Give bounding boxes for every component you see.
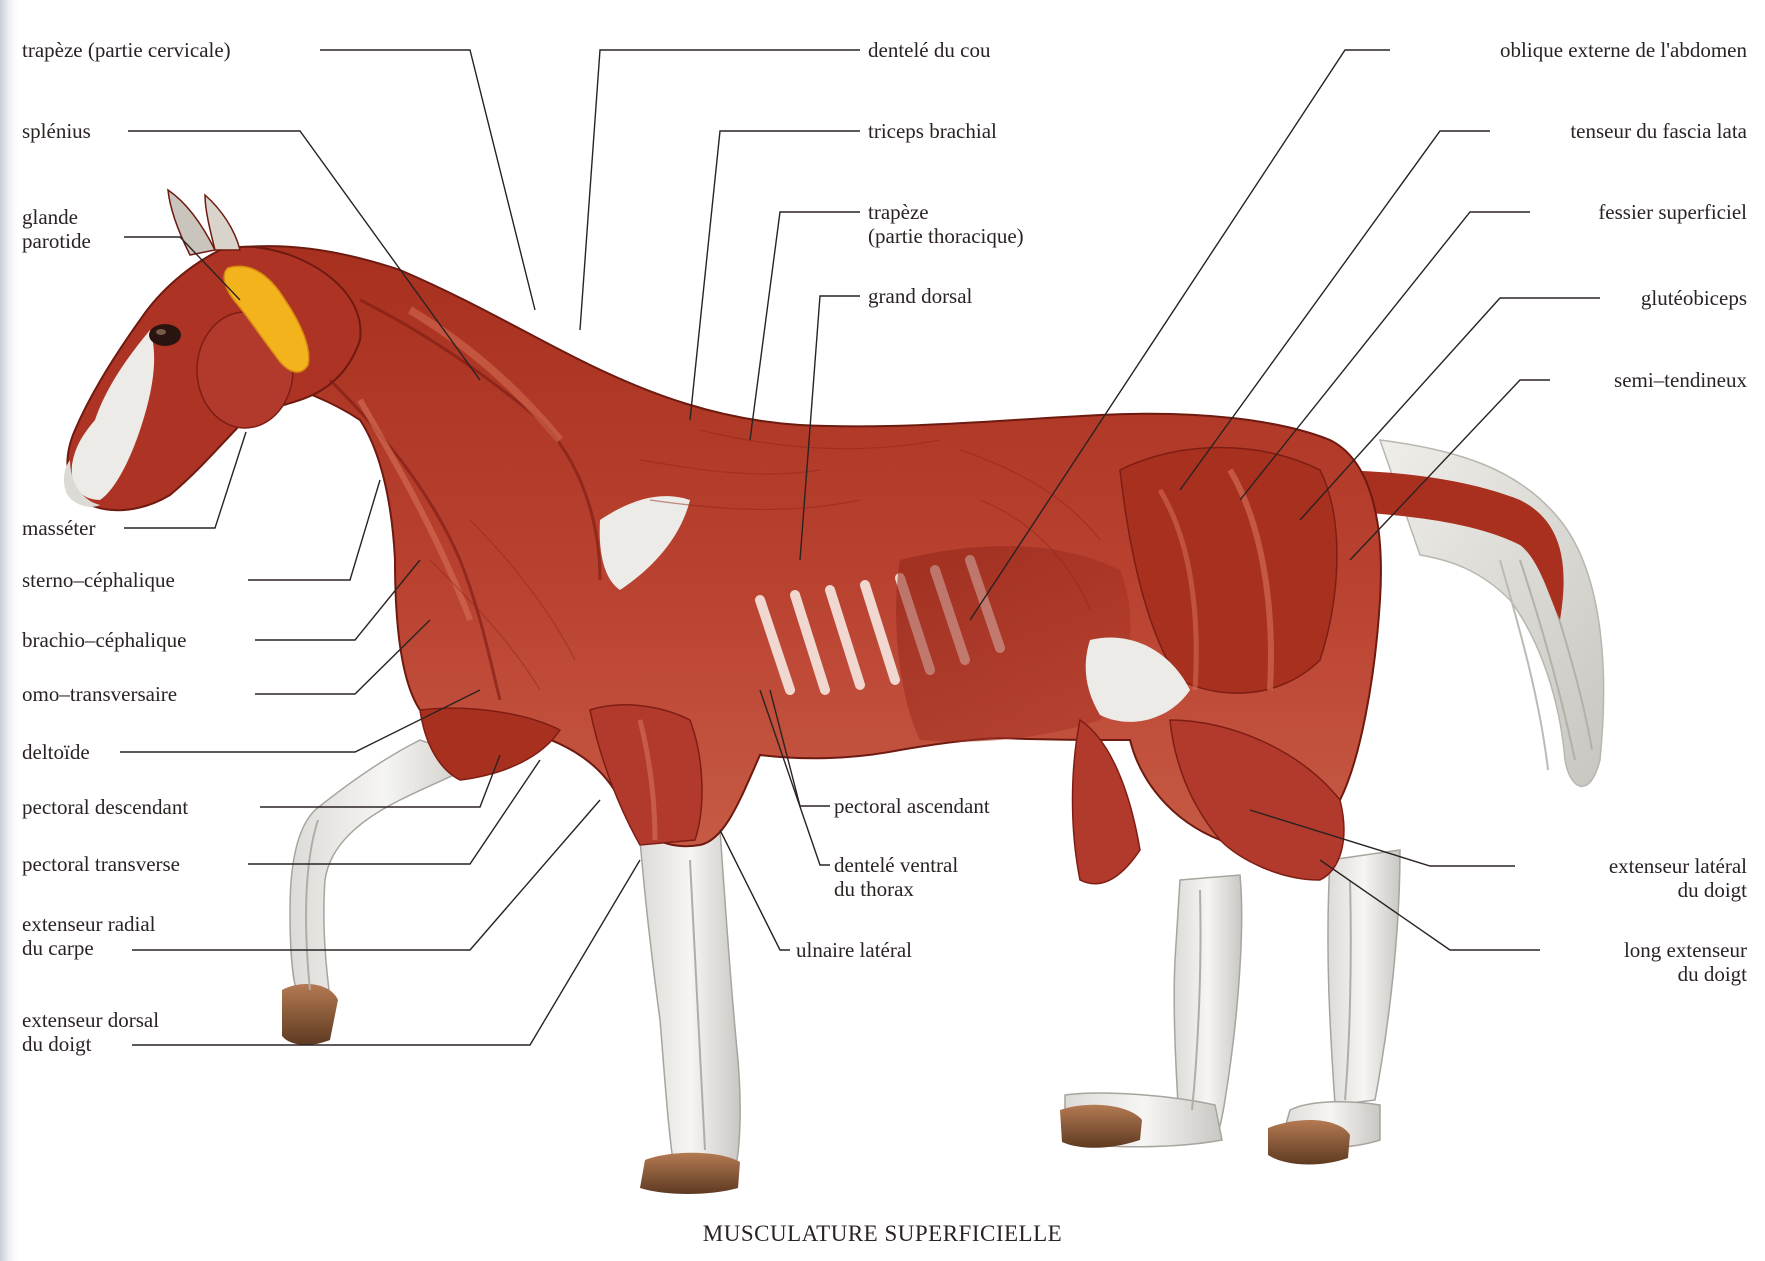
horse-body [64,190,1381,884]
label-tensor-fascia-lata: tenseur du fascia lata [1570,119,1747,143]
label-extensor-dorsal-digit: extenseur dorsal du doigt [22,1008,159,1056]
label-gluteus-superficial: fessier superficiel [1598,200,1747,224]
label-semitendinosus: semi–tendineux [1614,368,1747,392]
label-serratus-ventral: dentelé ventral du thorax [834,853,958,901]
label-deltoid: deltoïde [22,740,90,764]
label-pectoral-descending: pectoral descendant [22,795,188,819]
label-extensor-carpi-radialis: extenseur radial du carpe [22,912,156,960]
label-trapeze-cervical: trapèze (partie cervicale) [22,38,231,62]
hind-legs [1060,850,1400,1164]
label-long-digital-extensor: long extenseur du doigt [1624,938,1747,986]
label-external-oblique: oblique externe de l'abdomen [1500,38,1747,62]
label-triceps: triceps brachial [868,119,997,143]
label-latissimus: grand dorsal [868,284,972,308]
label-pectoral-transverse: pectoral transverse [22,852,180,876]
label-serratus-neck: dentelé du cou [868,38,990,62]
plate-caption: MUSCULATURE SUPERFICIELLE [0,1221,1765,1247]
label-pectoral-ascending: pectoral ascendant [834,794,990,818]
label-ulnaris-lateralis: ulnaire latéral [796,938,912,962]
label-brachio-cephalic: brachio–céphalique [22,628,186,652]
label-gluteobiceps: glutéobiceps [1641,286,1747,310]
label-parotid-gland: glande parotide [22,205,91,253]
label-splenius: splénius [22,119,91,143]
label-sterno-cephalic: sterno–céphalique [22,568,175,592]
label-lateral-digital-extensor: extenseur latéral du doigt [1609,854,1747,902]
label-trapeze-thoracic: trapèze (partie thoracique) [868,200,1024,248]
label-omo-transverse: omo–transversaire [22,682,177,706]
label-masseter: masséter [22,516,95,540]
